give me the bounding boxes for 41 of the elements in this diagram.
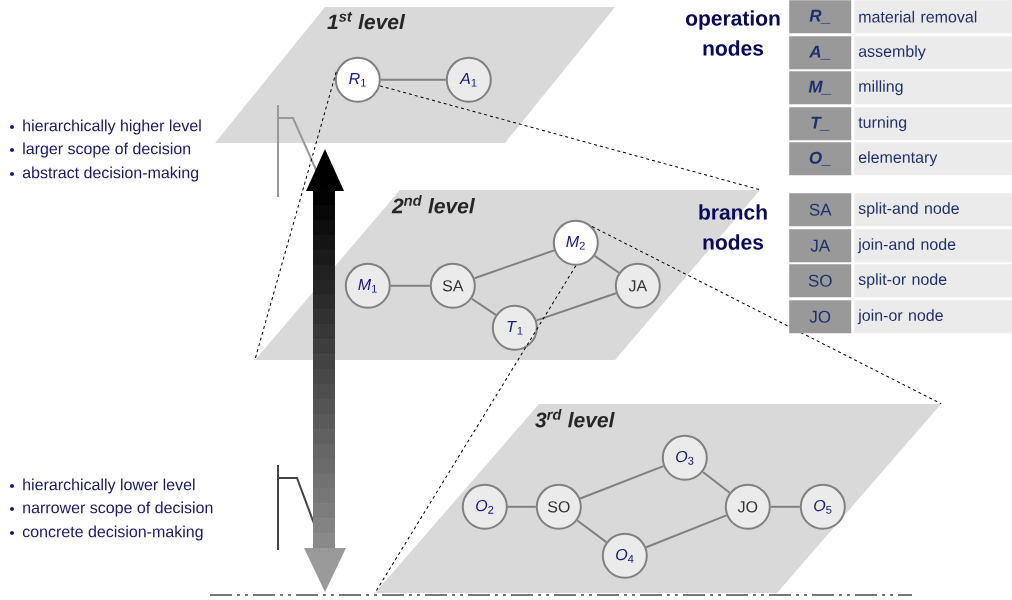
table-cell: O_ xyxy=(789,142,852,176)
table-cell: join-and node xyxy=(854,229,1012,263)
table-cell: JO xyxy=(789,300,852,334)
connector-line xyxy=(645,514,728,549)
table-cell: turning xyxy=(854,107,1012,141)
dashed-line xyxy=(254,71,337,361)
bullet-text: hierarchically higher level xyxy=(23,119,201,135)
bullet-text: abstract decision-making xyxy=(22,166,199,182)
connector-line xyxy=(701,470,731,494)
table-cell: elementary xyxy=(854,142,1012,176)
bullet-text: narrower scope of decision xyxy=(23,501,213,517)
connector-line xyxy=(576,519,608,544)
connector-line xyxy=(473,249,556,280)
table-cell: M_ xyxy=(789,71,852,105)
dashed-line xyxy=(379,85,761,191)
connector-line xyxy=(379,78,447,81)
table-cell: split-and node xyxy=(854,193,1012,227)
connector-line xyxy=(769,505,801,508)
table-cell: join-or node xyxy=(854,300,1012,334)
table-cell: R_ xyxy=(789,0,852,34)
dashed-line xyxy=(374,265,577,594)
connector-line xyxy=(593,254,620,274)
connector-line xyxy=(579,465,665,500)
bullet-text: concrete decision-making xyxy=(22,525,203,541)
connector-line xyxy=(389,284,431,287)
table-cell: split-or node xyxy=(854,264,1012,298)
connector-line xyxy=(535,292,618,322)
connector-line xyxy=(506,505,537,508)
table-cell: SO xyxy=(789,264,852,298)
table-cell: milling xyxy=(854,71,1012,105)
table-cell: assembly xyxy=(854,36,1012,70)
table-cell: A_ xyxy=(789,36,852,70)
dashed-line xyxy=(591,226,942,405)
bullet-text: larger scope of decision xyxy=(23,142,191,158)
table-cell: T_ xyxy=(789,107,852,141)
table-cell: SA xyxy=(789,193,852,227)
bullet-text: hierarchically lower level xyxy=(23,478,195,494)
table-cell: JA xyxy=(789,229,852,263)
group-heading: operation nodes xyxy=(686,10,780,56)
table-cell: material removal xyxy=(854,0,1012,34)
connector-line xyxy=(470,297,497,316)
